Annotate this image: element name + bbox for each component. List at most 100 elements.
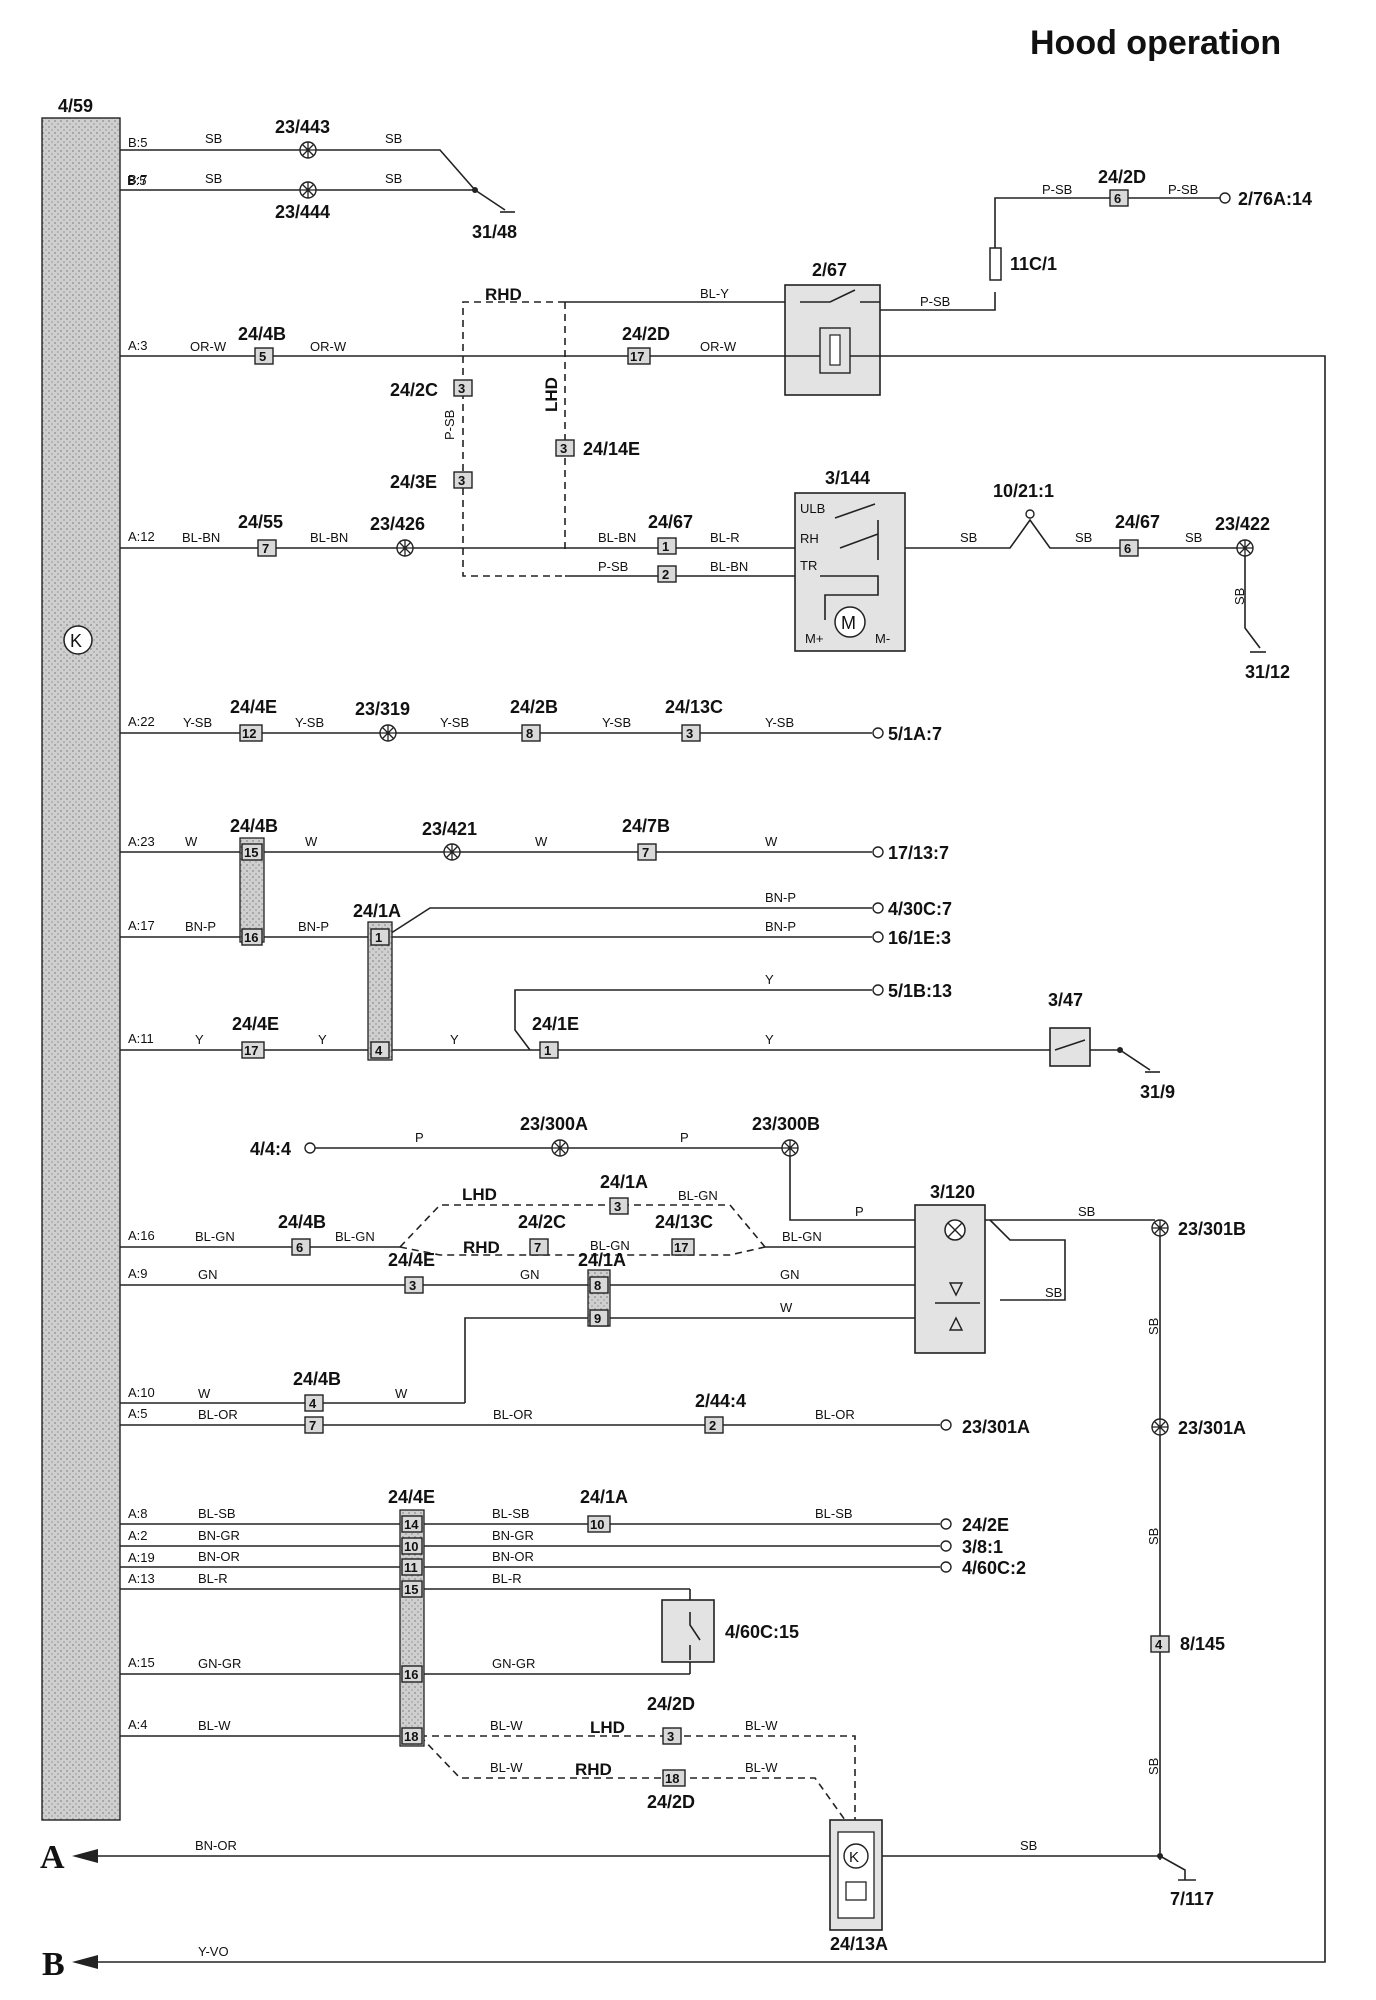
conn-24-67-2: 2 — [657, 565, 677, 583]
ref-24-2D-c: 24/2D — [647, 1694, 695, 1714]
wire-code: BL-SB — [815, 1506, 853, 1521]
svg-text:16: 16 — [244, 930, 258, 945]
svg-text:14: 14 — [404, 1517, 419, 1532]
wires — [90, 149, 1326, 1963]
svg-text:4: 4 — [309, 1396, 317, 1411]
wire-code: SB — [1078, 1204, 1095, 1219]
wire-code: BN-GR — [492, 1528, 534, 1543]
svg-text:3: 3 — [560, 441, 567, 456]
svg-text:17: 17 — [630, 349, 644, 364]
wire-code: SB — [1146, 1758, 1161, 1775]
ref-4-30C-7: 4/30C:7 — [888, 899, 952, 919]
ref-rhd-c: RHD — [575, 1760, 612, 1779]
pin-labels: B:5 B:7 A:3 A:12 A:22 A:23 A:17 A:11 A:1… — [128, 135, 155, 1732]
svg-text:3: 3 — [686, 726, 693, 741]
pin-b5-label: B:5 — [128, 135, 148, 150]
terminal-3-8-1 — [940, 1518, 952, 1530]
pin-a13-label: A:13 — [128, 1571, 155, 1586]
wire-code: P-SB — [920, 294, 950, 309]
wire-code: Y — [318, 1032, 327, 1047]
module-pin-labels: B:5 B:5 — [127, 173, 147, 188]
svg-text:6: 6 — [1124, 541, 1131, 556]
pin-a17-label: A:17 — [128, 918, 155, 933]
wire-code: Y — [765, 972, 774, 987]
ref-23-443: 23/443 — [275, 117, 330, 137]
splice-23-426 — [396, 539, 414, 557]
conn-24-1A-8: 8 — [589, 1276, 609, 1294]
conn-24-13A-4: 4 — [1150, 1635, 1170, 1653]
conn-24-4B-16: 16 — [241, 928, 263, 946]
wire-code: BL-R — [492, 1571, 522, 1586]
wire-code: BN-P — [185, 919, 216, 934]
ref-lhd-b: LHD — [462, 1185, 497, 1204]
splice-23-443 — [299, 141, 317, 159]
conn-24-4B-15: 15 — [241, 843, 263, 861]
conn-24-4E-3: 3 — [404, 1276, 424, 1294]
wire-code: SB — [1232, 588, 1247, 605]
wire-code: GN-GR — [198, 1656, 241, 1671]
relay-2-67 — [784, 284, 881, 396]
svg-text:M: M — [841, 613, 856, 633]
pin-a15-label: A:15 — [128, 1655, 155, 1670]
pin-a22-label: A:22 — [128, 714, 155, 729]
ref-24-2E: 2/44:4 — [695, 1391, 746, 1411]
conn-24-1A-9: 9 — [589, 1309, 609, 1327]
ref-4-60C-2: 3/8:1 — [962, 1537, 1003, 1557]
ref-24-1A-e: 24/1A — [580, 1487, 628, 1507]
wire-code: GN — [520, 1267, 540, 1282]
svg-text:10: 10 — [590, 1517, 604, 1532]
ref-23-319: 23/319 — [355, 699, 410, 719]
pin-label: B:5 — [127, 173, 147, 188]
wire-code: BN-OR — [492, 1549, 534, 1564]
conn-24-2C-3: 3 — [453, 379, 473, 397]
terminal-5-1B-13 — [872, 984, 884, 996]
wire-code: BL-W — [490, 1760, 523, 1775]
conn-24-55-7: 7 — [257, 539, 277, 557]
wire-code: P — [415, 1130, 424, 1145]
ref-24-2B: 24/2B — [510, 697, 558, 717]
connector-pins: 6 5 17 3 3 3 7 1 2 6 12 8 3 15 16 7 1 4 … — [239, 189, 1170, 1787]
wire-code: BL-GN — [195, 1229, 235, 1244]
svg-text:4: 4 — [1155, 1637, 1163, 1652]
ref-23-301B: 23/301B — [1178, 1219, 1246, 1239]
splice-23-422 — [1236, 539, 1254, 557]
wire-code: SB — [1075, 530, 1092, 545]
ref-10-21-1: 10/21:1 — [993, 481, 1054, 501]
wire-code: P — [680, 1130, 689, 1145]
wire-code: P — [855, 1204, 864, 1219]
switch-label-m-minus: M- — [875, 631, 890, 646]
component-labels: 23/443 23/444 31/48 24/2D 2/76A:14 11C/1… — [230, 117, 1312, 1954]
wire-code: BL-SB — [198, 1506, 236, 1521]
terminal-17-13-7 — [872, 846, 884, 858]
ref-7-117: 24/13A — [830, 1934, 888, 1954]
switch-8-145 — [661, 1599, 715, 1663]
arrow-b-icon — [72, 1955, 98, 1969]
svg-text:12: 12 — [242, 726, 256, 741]
switch-3-47 — [1049, 1027, 1091, 1067]
conn-24-4E-11: 11 — [401, 1558, 423, 1576]
wire-code: BL-SB — [492, 1506, 530, 1521]
ref-5-1B-13: 5/1B:13 — [888, 981, 952, 1001]
conn-24-1A-4: 4 — [370, 1041, 390, 1059]
conn-24-1A-1: 1 — [370, 928, 390, 946]
fuse-11C-1 — [989, 247, 1002, 281]
ref-24-55: 24/55 — [238, 512, 283, 532]
ref-24-1A-c: 24/1A — [600, 1172, 648, 1192]
wire-code: BN-OR — [195, 1838, 237, 1853]
ref-24-1E: 24/1E — [532, 1014, 579, 1034]
conn-24-3E-3: 3 — [453, 471, 473, 489]
ref-23-421: 23/421 — [422, 819, 477, 839]
arrow-a-icon — [72, 1849, 98, 1863]
conn-24-2D-3: 3 — [662, 1727, 682, 1745]
ref-11C-1: 11C/1 — [1010, 254, 1057, 274]
wire-code: BL-BN — [598, 530, 636, 545]
conn-24-4B-6: 6 — [291, 1238, 311, 1256]
svg-text:8: 8 — [526, 726, 533, 741]
ref-3-120: 3/120 — [930, 1182, 975, 1202]
svg-text:11: 11 — [404, 1560, 418, 1575]
speaker-icon — [845, 1881, 867, 1901]
sensor-10-21-1 — [1025, 509, 1035, 519]
wire-code: SB — [1146, 1528, 1161, 1545]
terminal-2-44-4 — [940, 1419, 952, 1431]
wire-code: BN-OR — [198, 1549, 240, 1564]
